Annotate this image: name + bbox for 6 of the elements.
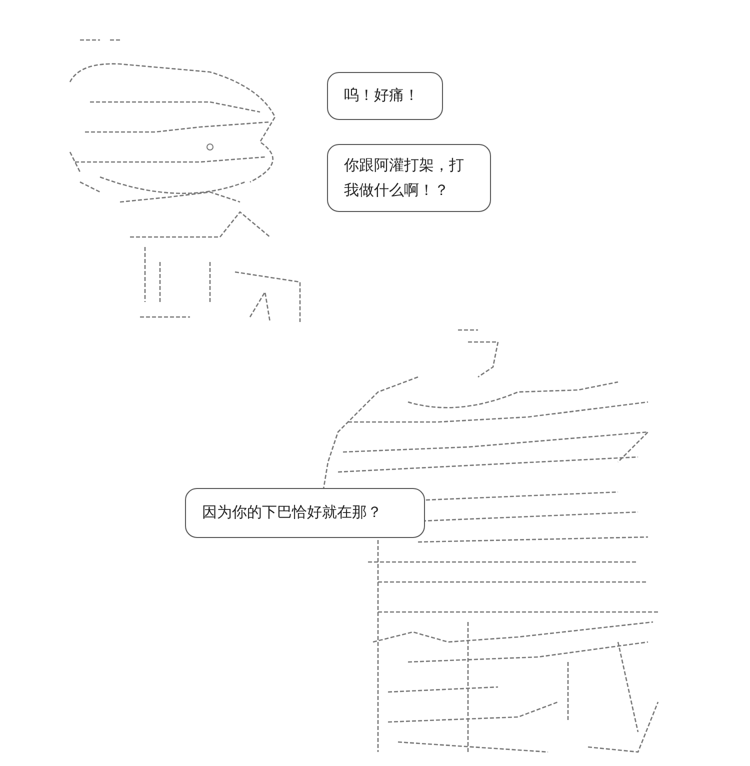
speech-bubble: [185, 488, 425, 538]
dialogue-text: 你跟阿灌打架，打我做什么啊！？: [344, 154, 465, 201]
speech-bubble: [327, 72, 443, 120]
speech-bubble: [327, 144, 491, 212]
dialogue-text: 因为你的下巴恰好就在那？: [202, 502, 382, 524]
dialogue-text: 呜！好痛！: [344, 85, 419, 106]
